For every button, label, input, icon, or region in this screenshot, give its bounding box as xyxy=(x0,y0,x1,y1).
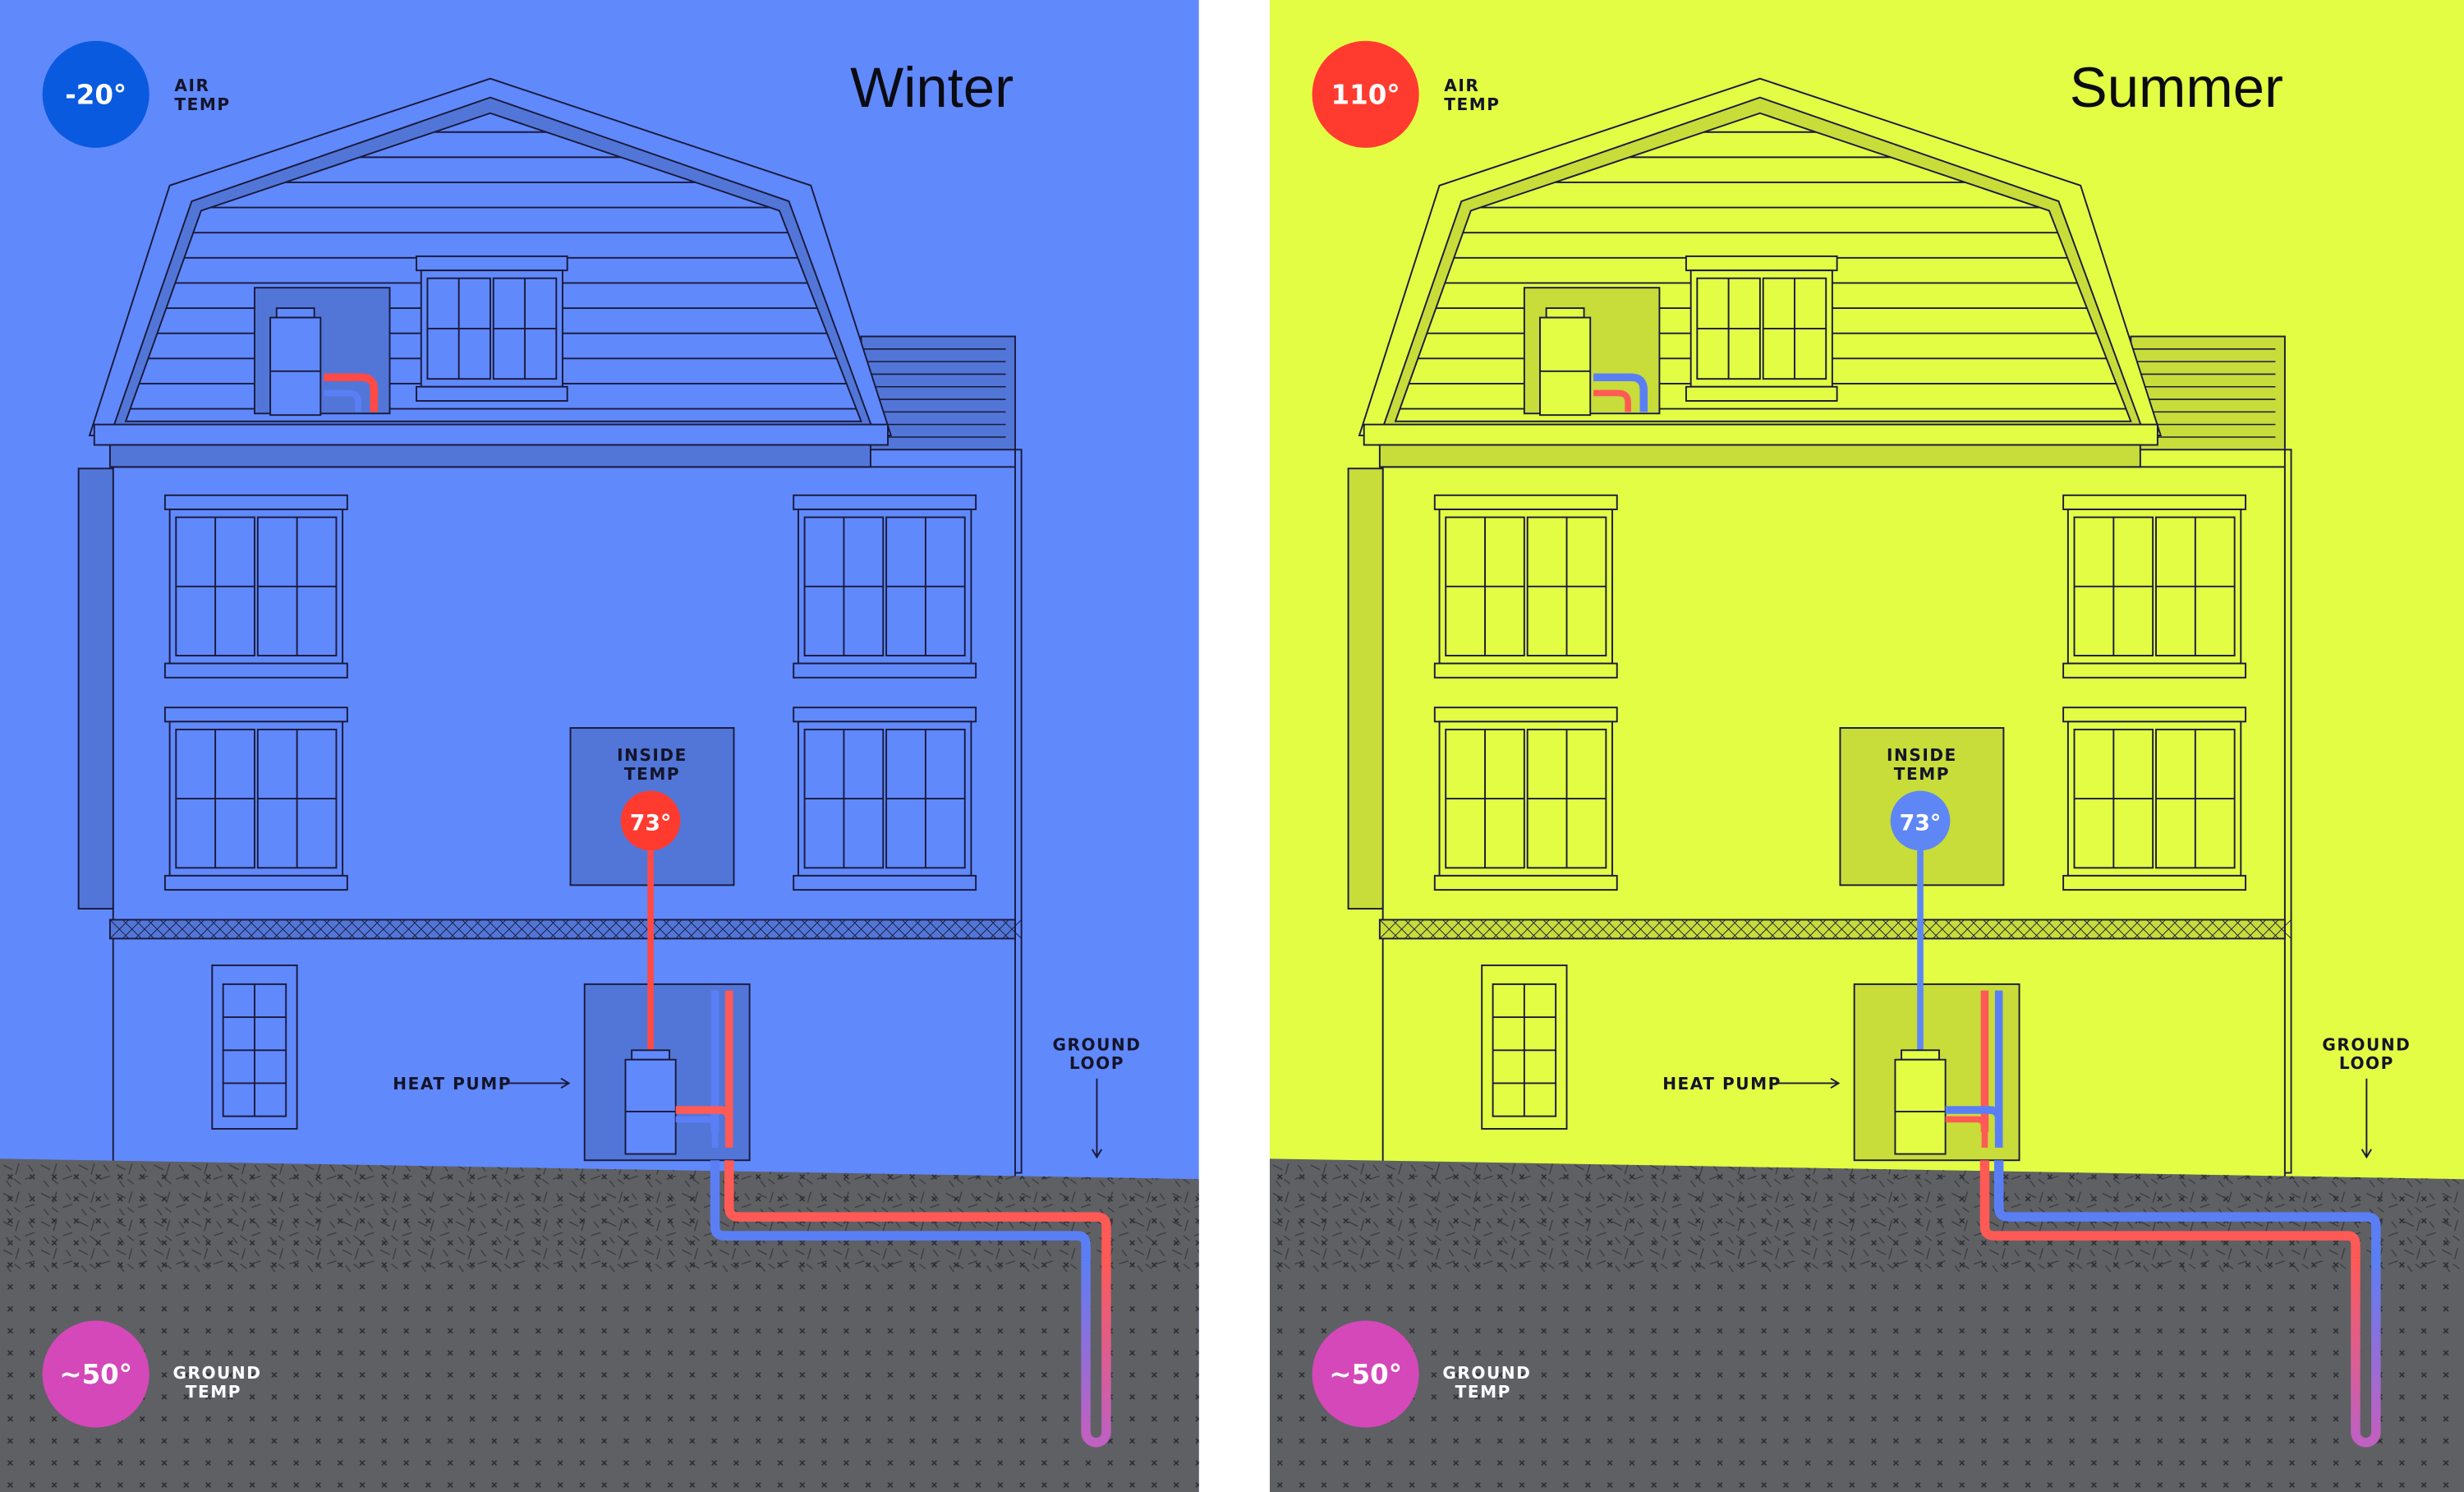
window xyxy=(793,707,977,891)
ground-loop-arrow-icon xyxy=(1091,1078,1103,1159)
inside-temp-label: TEMP xyxy=(624,764,680,784)
window xyxy=(793,494,977,679)
dormer-window xyxy=(1685,255,1838,402)
inside-temp-badge xyxy=(1890,790,1951,851)
ground-temp-value: ~50° xyxy=(59,1359,132,1390)
window xyxy=(1433,707,1618,891)
window xyxy=(1433,494,1618,679)
inside-temp-label: INSIDE xyxy=(1887,745,1957,765)
window xyxy=(2062,707,2247,891)
heat-pump-arrow-icon xyxy=(1777,1077,1841,1089)
attic-pipe xyxy=(324,373,379,412)
ground-temp-value: ~50° xyxy=(1329,1359,1402,1390)
heat-pump-arrow-icon xyxy=(507,1077,571,1089)
window xyxy=(2062,494,2247,679)
window xyxy=(163,494,348,679)
panel-winter: INSIDETEMP73°Winter-20°AIRTEMP~50°GROUND… xyxy=(0,0,1199,1492)
topsoil-texture xyxy=(1269,1158,2464,1274)
panel-summer: INSIDETEMP73°Summer110°AIRTEMP~50°GROUND… xyxy=(1269,0,2464,1492)
season-title: Summer xyxy=(2070,56,2283,119)
ground-loop-arrow-icon xyxy=(2361,1078,2372,1159)
inside-temp-value: 73° xyxy=(630,810,672,836)
air-temp-value: 110° xyxy=(1331,79,1400,110)
downspout-column xyxy=(1347,467,1384,910)
air-temp-label: TEMP xyxy=(174,94,230,114)
ground-loop-pipe-inner xyxy=(1979,1160,2361,1258)
ground-loop-pipe-outer xyxy=(724,1160,1111,1258)
basement-window xyxy=(211,964,298,1130)
attic-unit-icon xyxy=(269,307,322,417)
attic-pipe xyxy=(1593,389,1631,412)
attic-pipe xyxy=(324,389,362,412)
inside-temp-label: TEMP xyxy=(1894,764,1950,784)
air-temp-badge xyxy=(1312,40,1419,148)
inside-temp-badge xyxy=(620,790,681,851)
eave-band xyxy=(1378,444,2141,468)
dormer-window xyxy=(416,255,568,402)
topsoil-texture xyxy=(0,1158,1199,1274)
air-temp-value: -20° xyxy=(65,79,126,110)
attic-pipe xyxy=(1593,373,1648,412)
ground-loop-label: LOOP xyxy=(1069,1053,1124,1073)
ground-loop-pipe-inner xyxy=(710,1160,1091,1258)
panel-divider xyxy=(1198,0,1270,1492)
eave-band xyxy=(108,444,871,468)
heat-pump-label: HEAT PUMP xyxy=(1662,1074,1781,1094)
ground-temp-badge xyxy=(42,1320,149,1428)
air-temp-label: AIR xyxy=(174,76,209,95)
inside-temp-value: 73° xyxy=(1900,810,1942,836)
heat-pump-label: HEAT PUMP xyxy=(393,1074,512,1094)
heat-pump-unit-icon xyxy=(624,1049,677,1155)
ground-loop-label: LOOP xyxy=(2339,1053,2394,1073)
season-title: Winter xyxy=(850,56,1014,119)
loop-u-bend xyxy=(1081,1431,1111,1448)
downspout-column xyxy=(77,467,114,910)
air-temp-badge xyxy=(42,40,149,148)
air-temp-label: AIR xyxy=(1444,76,1479,95)
basement-window xyxy=(1481,964,1568,1130)
ground-temp-label: GROUND xyxy=(172,1363,261,1383)
inside-temp-label: INSIDE xyxy=(617,745,687,765)
ground-temp-label: GROUND xyxy=(1442,1363,1531,1383)
ground-temp-label: TEMP xyxy=(186,1382,241,1402)
ground-temp-label: TEMP xyxy=(1455,1382,1511,1402)
window xyxy=(163,707,348,891)
ground-loop-pipe-outer xyxy=(1993,1160,2381,1258)
air-temp-label: TEMP xyxy=(1444,94,1500,114)
heat-pump-unit-icon xyxy=(1894,1049,1947,1155)
loop-u-bend xyxy=(2351,1431,2381,1448)
ground-loop-label: GROUND xyxy=(1052,1034,1141,1054)
attic-unit-icon xyxy=(1539,307,1592,417)
ground-loop-label: GROUND xyxy=(2322,1034,2411,1054)
ground-temp-badge xyxy=(1312,1320,1419,1428)
